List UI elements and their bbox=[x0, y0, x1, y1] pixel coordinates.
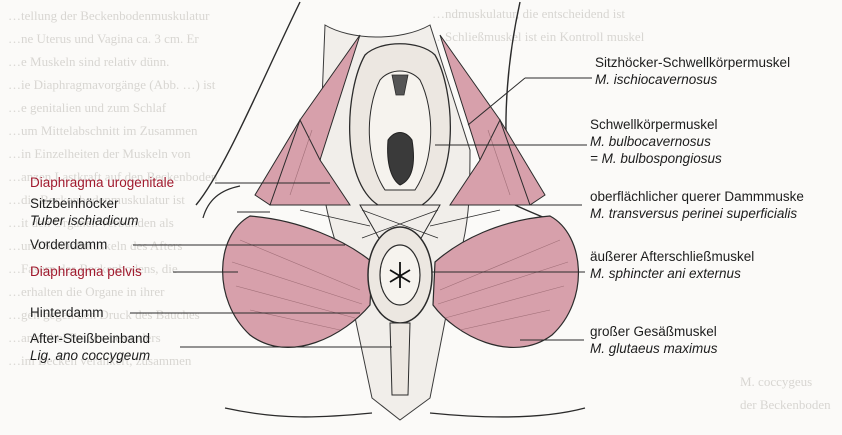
label-name: Sitzbeinhöcker bbox=[30, 195, 139, 212]
label-transversus-perinei: oberflächlicher querer Dammmuske M. tran… bbox=[590, 188, 804, 222]
label-latin: M. transversus perinei superficialis bbox=[590, 205, 804, 222]
label-latin: M. sphincter ani externus bbox=[590, 265, 754, 282]
label-name: Diaphragma urogenitale bbox=[30, 174, 174, 191]
label-synonym: = M. bulbospongiosus bbox=[590, 150, 722, 167]
anococcygeal-ligament bbox=[390, 323, 410, 395]
label-latin: M. glutaeus maximus bbox=[590, 340, 718, 357]
label-name: Diaphragma pelvis bbox=[30, 263, 142, 280]
label-name: oberflächlicher querer Dammmuske bbox=[590, 188, 804, 205]
label-after-steissbeinband: After-Steißbeinband Lig. ano coccygeum bbox=[30, 330, 150, 364]
label-glutaeus-maximus: großer Gesäßmuskel M. glutaeus maximus bbox=[590, 323, 718, 357]
label-name: Schwellkörpermuskel bbox=[590, 116, 722, 133]
label-diaphragma-pelvis: Diaphragma pelvis bbox=[30, 263, 142, 280]
label-latin: M. bulbocavernosus bbox=[590, 133, 722, 150]
label-latin: Lig. ano coccygeum bbox=[30, 347, 150, 364]
left-buttock-outline bbox=[203, 186, 240, 218]
label-name: After-Steißbeinband bbox=[30, 330, 150, 347]
label-name: äußerer Afterschließmuskel bbox=[590, 248, 754, 265]
label-ischiocavernosus: Sitzhöcker-Schwellkörpermuskel M. ischio… bbox=[595, 54, 790, 88]
label-name: großer Gesäßmuskel bbox=[590, 323, 718, 340]
label-hinterdamm: Hinterdamm bbox=[30, 304, 104, 321]
label-sphincter-ani: äußerer Afterschließmuskel M. sphincter … bbox=[590, 248, 754, 282]
label-vorderdamm: Vorderdamm bbox=[30, 236, 107, 253]
label-name: Hinterdamm bbox=[30, 304, 104, 321]
label-latin: M. ischiocavernosus bbox=[595, 71, 790, 88]
label-bulbocavernosus: Schwellkörpermuskel M. bulbocavernosus =… bbox=[590, 116, 722, 167]
label-sitzbeinhoecker: Sitzbeinhöcker Tuber ischiadicum bbox=[30, 195, 139, 229]
label-name: Sitzhöcker-Schwellkörpermuskel bbox=[595, 54, 790, 71]
label-latin: Tuber ischiadicum bbox=[30, 212, 139, 229]
label-name: Vorderdamm bbox=[30, 236, 107, 253]
label-diaphragma-urogenitale: Diaphragma urogenitale bbox=[30, 174, 174, 191]
